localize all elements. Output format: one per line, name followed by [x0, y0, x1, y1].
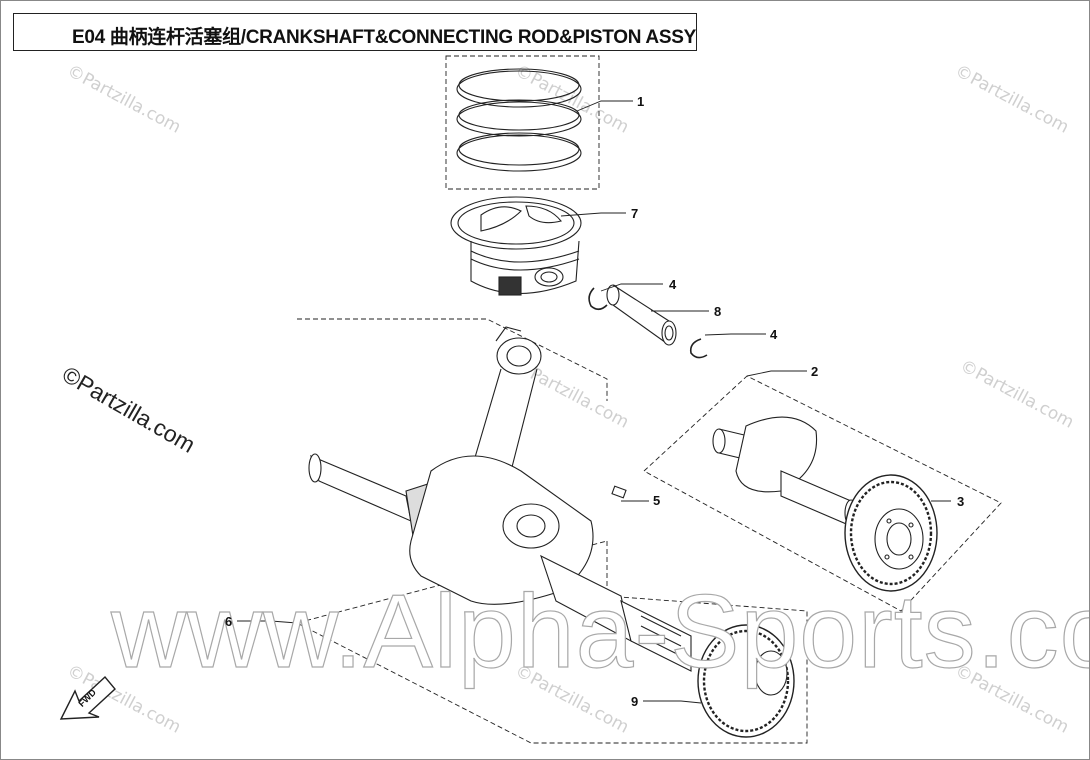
callout-2[interactable]: 2	[811, 364, 819, 379]
piston-ring-set[interactable]	[445, 55, 600, 190]
piston[interactable]	[450, 196, 582, 296]
callout-1[interactable]: 1	[637, 94, 645, 109]
callout-8[interactable]: 8	[714, 304, 722, 319]
piston-pin[interactable]	[606, 284, 677, 346]
callout-4[interactable]: 4	[770, 327, 778, 342]
callout-9[interactable]: 9	[631, 694, 639, 709]
fwd-arrow-icon	[59, 675, 116, 720]
page-title: E04 曲柄连杆活塞组/CRANKSHAFT&CONNECTING ROD&PI…	[72, 27, 696, 48]
callout-6[interactable]: 6	[225, 614, 233, 629]
balance-shaft[interactable]	[712, 416, 858, 527]
piston-pin-circlip[interactable]	[588, 287, 608, 311]
crankshaft[interactable]	[308, 453, 692, 672]
balance-shaft-driven-gear[interactable]	[844, 474, 938, 592]
callout-3[interactable]: 3	[957, 494, 965, 509]
callout-4[interactable]: 4	[669, 277, 677, 292]
title-box: E04 曲柄连杆活塞组/CRANKSHAFT&CONNECTING ROD&PI…	[13, 13, 697, 51]
connecting-rod[interactable]	[470, 326, 542, 472]
balance-drive-gear[interactable]	[697, 624, 795, 738]
callout-5[interactable]: 5	[653, 493, 661, 508]
piston-pin-circlip[interactable]	[689, 338, 708, 359]
callout-7[interactable]: 7	[631, 206, 639, 221]
watermark-site: www.Alpha-Sports.com	[110, 573, 1089, 690]
woodruff-key[interactable]	[611, 485, 627, 499]
